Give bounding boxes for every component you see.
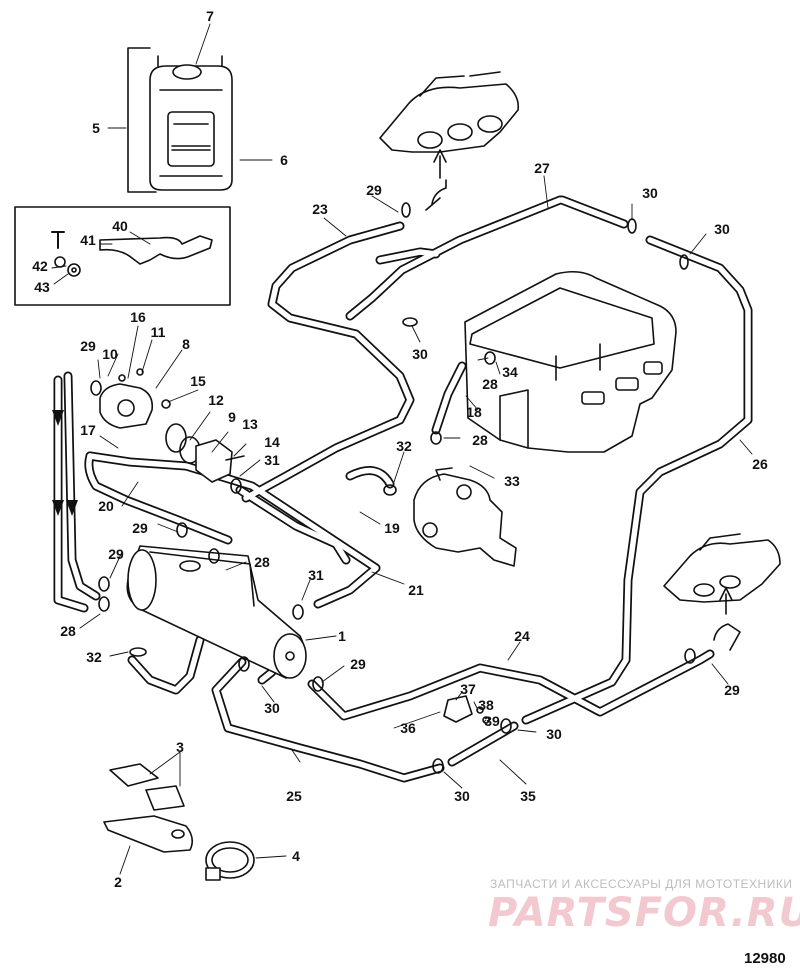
callout-42: 42: [32, 258, 48, 274]
callout-32: 32: [86, 649, 102, 665]
up-arrow-lower: [719, 587, 733, 615]
callout-8: 8: [182, 336, 190, 352]
callout-15: 15: [190, 373, 206, 389]
callout-30: 30: [714, 221, 730, 237]
callout-20: 20: [98, 498, 114, 514]
callout-18: 18: [466, 404, 482, 420]
bracket-40: [99, 235, 213, 265]
inset-box: [14, 206, 231, 306]
callout-10: 10: [102, 346, 118, 362]
callout-1: 1: [338, 628, 346, 644]
callout-30: 30: [454, 788, 470, 804]
callout-31: 31: [308, 567, 324, 583]
callout-9: 9: [228, 409, 236, 425]
hose-clamps: [90, 202, 696, 774]
callout-29: 29: [366, 182, 382, 198]
lower-manifold: [663, 533, 781, 603]
clamp-4: [205, 841, 255, 881]
callout-26: 26: [752, 456, 768, 472]
callout-29: 29: [350, 656, 366, 672]
engine-block: [464, 270, 677, 453]
callout-39: 39: [484, 713, 500, 729]
callout-34: 34: [502, 364, 518, 380]
callout-29: 29: [724, 682, 740, 698]
gasket-2: [103, 815, 194, 853]
diagram-number: 12980: [744, 950, 786, 967]
callout-12: 12: [208, 392, 224, 408]
callout-32: 32: [396, 438, 412, 454]
callout-17: 17: [80, 422, 96, 438]
callout-25: 25: [286, 788, 302, 804]
heat-exchanger: [126, 545, 307, 679]
callout-31: 31: [264, 452, 280, 468]
fitting-36: [443, 695, 473, 723]
callout-30: 30: [412, 346, 428, 362]
callout-7: 7: [206, 8, 214, 24]
callout-16: 16: [130, 309, 146, 325]
callout-5: 5: [92, 120, 100, 136]
callout-28: 28: [254, 554, 270, 570]
callout-27: 27: [534, 160, 550, 176]
callout-30: 30: [546, 726, 562, 742]
gasket-3a: [109, 763, 159, 787]
callout-37: 37: [460, 681, 476, 697]
elbow-lower: [713, 623, 741, 651]
callout-21: 21: [408, 582, 424, 598]
callout-2: 2: [114, 874, 122, 890]
upper-manifold: [379, 71, 520, 153]
callout-23: 23: [312, 201, 328, 217]
callout-28: 28: [482, 376, 498, 392]
callout-40: 40: [112, 218, 128, 234]
flow-arrows: [52, 410, 78, 516]
callout-4: 4: [292, 848, 300, 864]
callout-33: 33: [504, 473, 520, 489]
callout-3: 3: [176, 739, 184, 755]
callout-14: 14: [264, 434, 280, 450]
callout-41: 41: [80, 232, 96, 248]
callout-29: 29: [108, 546, 124, 562]
elbow-upper: [425, 179, 447, 211]
coolant-reservoir: [149, 55, 233, 191]
watermark-brand: PARTSFOR.RU: [488, 890, 800, 936]
callout-35: 35: [520, 788, 536, 804]
callout-30: 30: [642, 185, 658, 201]
callout-24: 24: [514, 628, 530, 644]
callout-38: 38: [478, 697, 494, 713]
callout-30: 30: [264, 700, 280, 716]
callout-29: 29: [80, 338, 96, 354]
water-pump: [413, 467, 517, 567]
bracket-5: [127, 47, 157, 193]
callout-29: 29: [132, 520, 148, 536]
callout-28: 28: [472, 432, 488, 448]
callout-36: 36: [400, 720, 416, 736]
callout-28: 28: [60, 623, 76, 639]
callout-11: 11: [150, 324, 166, 340]
callout-13: 13: [242, 416, 258, 432]
callout-43: 43: [34, 279, 50, 295]
gasket-3b: [145, 785, 185, 811]
up-arrow-upper: [433, 149, 447, 179]
callout-6: 6: [280, 152, 288, 168]
thermostat-housing: [99, 368, 245, 483]
callout-19: 19: [384, 520, 400, 536]
watermark-subtitle: ЗАПЧАСТИ И АКСЕССУАРЫ ДЛЯ МОТОТЕХНИКИ: [490, 877, 793, 891]
